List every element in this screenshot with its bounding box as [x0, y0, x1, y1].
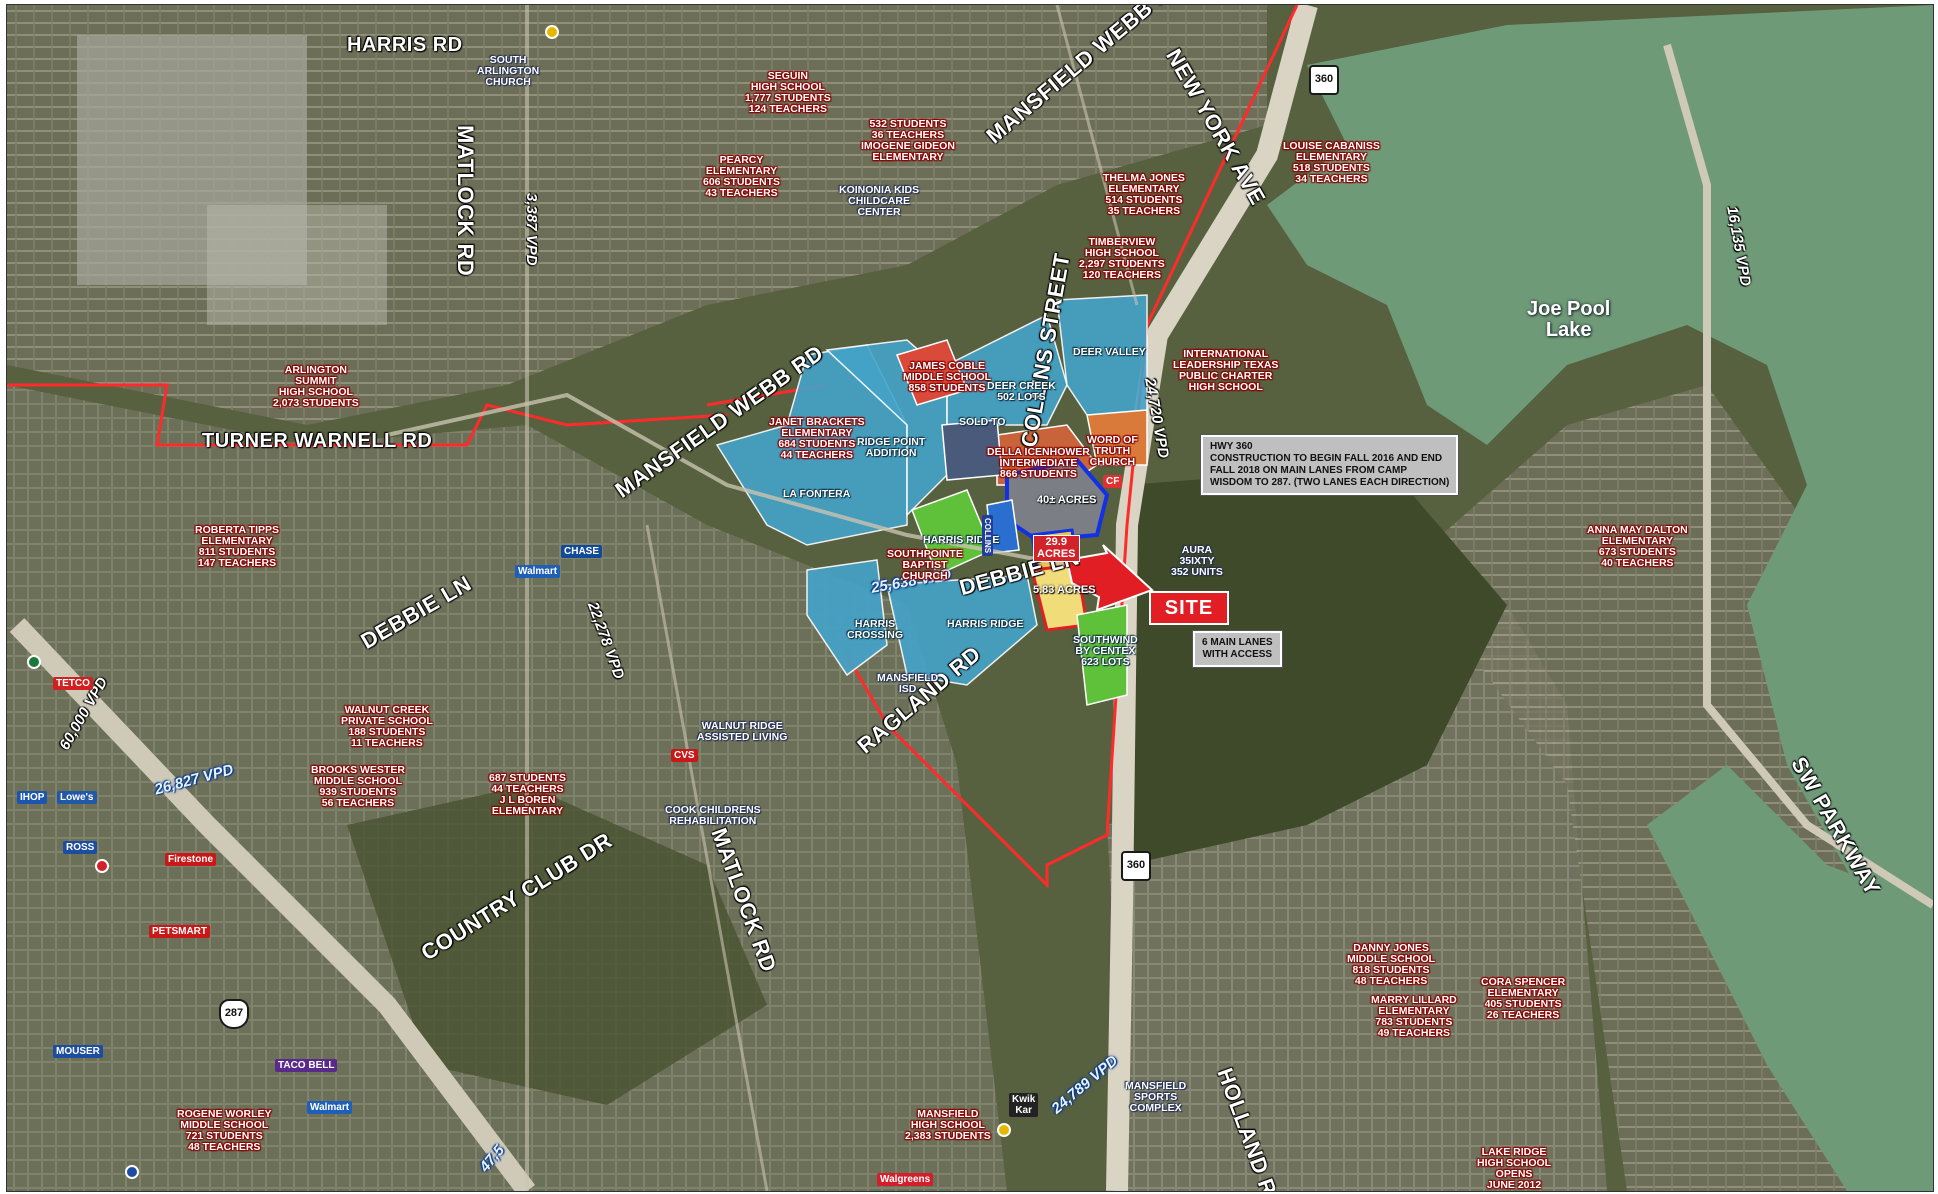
poi-harris-crossing: HARRIS CROSSING [847, 618, 904, 642]
poi-james-coble: JAMES COBLE MIDDLE SCHOOL 858 STUDENTS [903, 360, 992, 395]
poi-della-icenhower: DELLA ICENHOWER INTERMEDIATE 866 STUDENT… [987, 446, 1090, 481]
joe-pool-lake [1647, 765, 1933, 1191]
parcel-label-40-acres: 40± ACRES [1037, 494, 1097, 506]
road-label-matlock-north: MATLOCK RD [453, 125, 478, 277]
poi-gideon-elementary: 532 STUDENTS 36 TEACHERS IMOGENE GIDEON … [861, 118, 955, 164]
hwy360-construction-note: HWY 360 CONSTRUCTION TO BEGIN FALL 2016 … [1201, 435, 1459, 495]
poi-southwind: SOUTHWIND BY CENTEX 623 LOTS [1073, 634, 1138, 669]
wooded-area [347, 785, 767, 1105]
brand-ihop: IHOP [17, 791, 48, 804]
brand-mouser: MOUSER [53, 1045, 103, 1058]
poi-anna-may-dalton: ANNA MAY DALTON ELEMENTARY 673 STUDENTS … [1587, 524, 1688, 570]
poi-walnut-creek: WALNUT CREEK PRIVATE SCHOOL 188 STUDENTS… [341, 704, 433, 750]
main-lanes-note: 6 MAIN LANES WITH ACCESS [1193, 631, 1282, 667]
city-boundary [7, 383, 728, 447]
brand-walmart-south: Walmart [307, 1101, 353, 1114]
poi-sold-to: SOLD TO [959, 416, 1006, 428]
brand-walmart-north: Walmart [515, 565, 561, 578]
poi-south-arlington-church: SOUTH ARLINGTON CHURCH [477, 54, 540, 89]
minor-road [386, 392, 1068, 567]
usps-pin [125, 1165, 139, 1179]
poi-jl-boren: 687 STUDENTS 44 TEACHERS J L BOREN ELEME… [489, 772, 567, 818]
traffic-count-matlock: 3,387 VPD [523, 193, 540, 266]
joe-pool-lake [1267, 5, 1933, 925]
parcel-deer-creek [946, 313, 1068, 426]
brand-lowes: Lowe's [57, 791, 97, 804]
poi-deer-creek: DEER CREEK 502 LOTS [987, 380, 1056, 404]
poi-roberta-tipps: ROBERTA TIPPS ELEMENTARY 811 STUDENTS 14… [195, 524, 280, 570]
parcel-label-5-acres: 5.83 ACRES [1033, 584, 1096, 596]
poi-ridge-point: RIDGE POINT ADDITION [857, 436, 926, 460]
poi-arlington-summit: ARLINGTON SUMMIT HIGH SCHOOL 2,073 STUDE… [273, 364, 359, 410]
poi-rogene-worley: ROGENE WORLEY MIDDLE SCHOOL 721 STUDENTS… [177, 1108, 272, 1154]
brand-cf-logo: CF [1103, 475, 1123, 488]
poi-pearcy-elementary: PEARCY ELEMENTARY 606 STUDENTS 43 TEACHE… [703, 154, 781, 200]
poi-mansfield-isd: MANSFIELD ISD [877, 672, 939, 696]
parcel-word-of-truth [1086, 409, 1148, 466]
brand-cvs: CVS [671, 749, 698, 762]
parcel-southwind [1076, 604, 1128, 706]
poi-ilt-charter: INTERNATIONAL LEADERSHIP TEXAS PUBLIC CH… [1173, 348, 1279, 394]
poi-walnut-ridge: WALNUT RIDGE ASSISTED LIVING [697, 720, 788, 744]
poi-lake-ridge-hs: LAKE RIDGE HIGH SCHOOL OPENS JUNE 2012 [1477, 1146, 1552, 1192]
parcel-james-coble [895, 339, 969, 406]
map-base-layer [7, 5, 1933, 1191]
lake-label: Joe Pool Lake [1527, 298, 1611, 341]
poi-deer-valley: DEER VALLEY [1073, 346, 1146, 358]
brand-walgreens: Walgreens [877, 1173, 934, 1186]
poi-koinonia-kids: KOINONIA KIDS CHILDCARE CENTER [839, 184, 920, 219]
brand-chase: CHASE [561, 545, 603, 558]
poi-brooks-wester: BROOKS WESTER MIDDLE SCHOOL 939 STUDENTS… [311, 764, 405, 810]
poi-seguin-hs: SEGUIN HIGH SCHOOL 1,777 STUDENTS 124 TE… [745, 70, 831, 116]
mcdonalds-pin [545, 25, 559, 39]
target-pin [95, 859, 109, 873]
brand-firestone: Firestone [165, 853, 217, 866]
us-287-shield: 287 [219, 999, 249, 1029]
brand-kwik-kar: Kwik Kar [1009, 1093, 1039, 1117]
parcel-sold [941, 419, 1003, 481]
poi-cook-childrens: COOK CHILDRENS REHABILITATION [665, 804, 761, 828]
brand-collins-logo: COLLINS [982, 515, 993, 557]
poi-timberview-hs: TIMBERVIEW HIGH SCHOOL 2,297 STUDENTS 12… [1079, 236, 1165, 282]
hwy-287-corridor [9, 618, 535, 1191]
poi-thelma-jones: THELMA JONES ELEMENTARY 514 STUDENTS 35 … [1103, 172, 1185, 218]
road-label-harris-rd: HARRIS RD [347, 34, 463, 56]
minor-road [645, 524, 769, 1191]
hwy-360-shield-north: 360 [1309, 65, 1339, 95]
poi-mansfield-hs: MANSFIELD HIGH SCHOOL 2,383 STUDENTS [905, 1108, 991, 1143]
parcel-harris-crossing [806, 559, 888, 677]
minor-road [1055, 5, 1139, 306]
starbucks-pin [27, 655, 41, 669]
lake-bridge [1663, 43, 1933, 909]
brand-petsmart: PETSMART [149, 925, 210, 938]
poi-louise-cabaniss: LOUISE CABANISS ELEMENTARY 518 STUDENTS … [1283, 140, 1380, 186]
poi-la-fontera: LA FONTERA [783, 488, 851, 500]
brand-taco-bell: TACO BELL [275, 1059, 338, 1072]
poi-word-of-truth: WORD OF TRUTH CHURCH [1087, 434, 1138, 469]
road-label-turner-warnell: TURNER WARNELL RD [202, 430, 433, 452]
wooded-area [1127, 465, 1507, 865]
poi-aura-35ixty: AURA 35IXTY 352 UNITS [1171, 544, 1223, 579]
traffic-light-pin [997, 1123, 1011, 1137]
poi-janet-brackets: JANET BRACKETS ELEMENTARY 684 STUDENTS 4… [769, 416, 865, 462]
hwy-360-shield-south: 360 [1121, 851, 1151, 881]
aerial-map[interactable]: HARRIS RD MATLOCK RD MANSFIELD WEBB RD N… [6, 4, 1934, 1192]
poi-southpointe-baptist: SOUTHPOINTE BAPTIST CHURCH [887, 548, 963, 583]
parcel-harris-ridge-s [886, 574, 1038, 686]
poi-mansfield-sports: MANSFIELD SPORTS COMPLEX [1125, 1080, 1187, 1115]
site-arrow [1065, 544, 1154, 612]
parcel-label-29-acres: 29.9 ACRES [1033, 535, 1080, 563]
brand-tetco: TETCO [53, 677, 93, 690]
poi-danny-jones: DANNY JONES MIDDLE SCHOOL 818 STUDENTS 4… [1347, 942, 1436, 988]
poi-cora-spencer: CORA SPENCER ELEMENTARY 405 STUDENTS 26 … [1481, 976, 1566, 1022]
poi-marry-lillard: MARRY LILLARD ELEMENTARY 783 STUDENTS 49… [1371, 994, 1457, 1040]
poi-harris-ridge-south: HARRIS RIDGE [947, 618, 1024, 630]
site-marker[interactable]: SITE [1149, 591, 1229, 625]
industrial-area [207, 205, 387, 325]
residential-area [1107, 605, 1607, 1191]
brand-ross: ROSS [63, 841, 98, 854]
